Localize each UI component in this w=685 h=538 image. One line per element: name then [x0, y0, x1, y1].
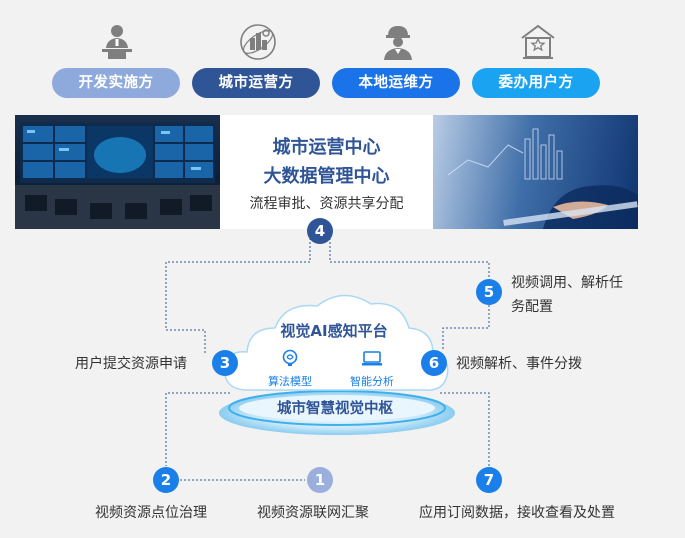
data-analysis-image	[433, 115, 638, 229]
step-4-badge: 4	[307, 218, 333, 244]
role-developer-button[interactable]: 开发实施方	[52, 68, 180, 98]
banner-subtitle: 流程审批、资源共享分配	[249, 196, 404, 212]
step-7-label: 应用订阅数据，接收查看及处置	[419, 505, 615, 521]
worker-icon	[378, 22, 418, 62]
smart-analysis-icon	[362, 351, 382, 367]
algorithm-model-icon	[281, 349, 299, 367]
government-building-icon	[518, 22, 558, 62]
control-room-image	[15, 115, 220, 229]
operations-center-banner: 城市运营中心 大数据管理中心 流程审批、资源共享分配	[15, 115, 638, 229]
role-city-operator-button[interactable]: 城市运营方	[192, 68, 320, 98]
step-5-label-line1: 视频调用、解析任	[511, 275, 623, 291]
platform-title: 视觉AI感知平台	[280, 322, 388, 340]
step-1-label: 视频资源联网汇聚	[257, 505, 369, 521]
banner-title-line2: 大数据管理中心	[263, 166, 390, 187]
step-7-badge: 7	[476, 467, 502, 493]
vision-hub-label: 城市智慧视觉中枢	[277, 401, 393, 417]
banner-title-line1: 城市运营中心	[272, 137, 381, 158]
smart-analysis-label: 智能分析	[350, 375, 394, 388]
step-2-label: 视频资源点位治理	[95, 505, 207, 521]
step-3-badge: 3	[212, 350, 238, 376]
step-6-label: 视频解析、事件分拨	[456, 356, 582, 372]
role-commission-user-button[interactable]: 委办用户方	[472, 68, 600, 98]
step-5-badge: 5	[476, 279, 502, 305]
ai-platform-cloud	[219, 294, 455, 435]
algorithm-model-label: 算法模型	[268, 375, 312, 388]
step-6-badge: 6	[421, 350, 447, 376]
presenter-icon	[97, 22, 137, 62]
city-gear-icon	[238, 22, 278, 62]
step-1-badge: 1	[307, 467, 333, 493]
step-5-label-line2: 务配置	[511, 299, 553, 315]
step-2-badge: 2	[153, 467, 179, 493]
role-local-ops-button[interactable]: 本地运维方	[332, 68, 460, 98]
operations-center-card: 城市运营中心 大数据管理中心 流程审批、资源共享分配	[220, 115, 433, 229]
step-3-label: 用户提交资源申请	[75, 356, 187, 372]
